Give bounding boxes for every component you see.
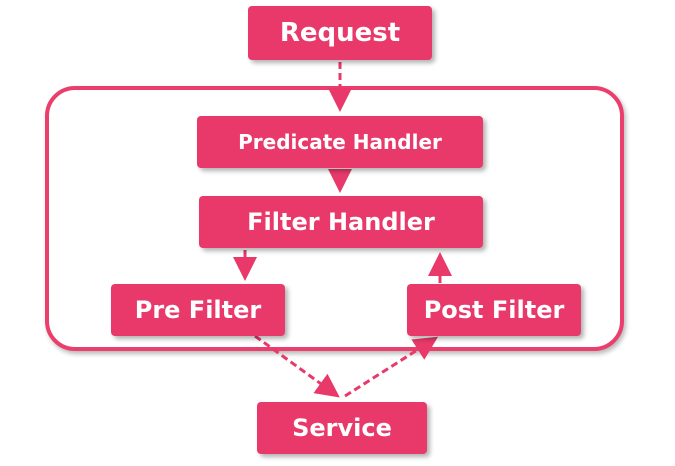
predicate-handler-label: Predicate Handler [238,130,442,154]
filter-handler-label: Filter Handler [247,208,435,236]
pre-filter-node: Pre Filter [111,284,285,336]
post-filter-node: Post Filter [407,284,581,336]
request-node: Request [248,6,432,60]
predicate-handler-node: Predicate Handler [197,116,483,168]
service-label: Service [292,414,392,442]
pre-filter-label: Pre Filter [134,296,262,324]
filter-handler-node: Filter Handler [199,196,483,248]
service-node: Service [257,402,427,454]
post-filter-label: Post Filter [423,296,565,324]
request-label: Request [279,18,401,48]
